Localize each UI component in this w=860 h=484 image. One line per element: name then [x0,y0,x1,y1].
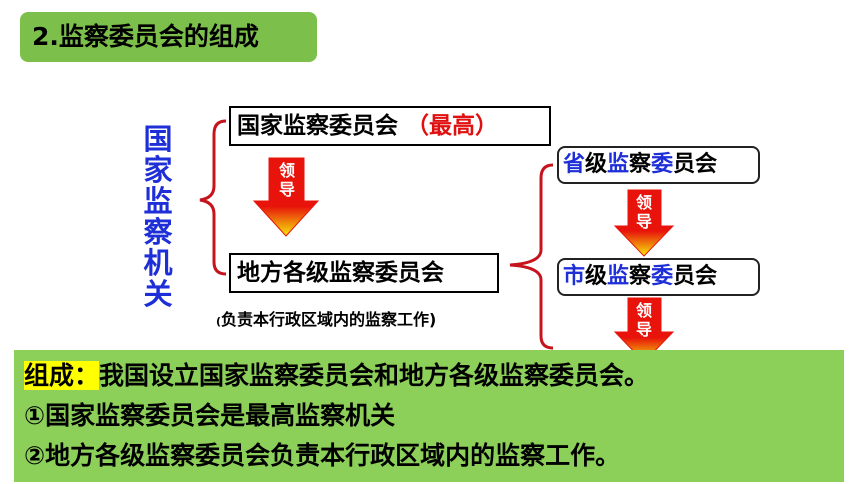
highest-note: （最高） [406,113,499,139]
national-commission-box: 国家监察委员会 （最高） [229,106,551,146]
local-commission-note: (负责本行政区域内的监察工作) [216,310,437,329]
left-bracket [199,119,227,276]
summary-line-1: 组成：我国设立国家监察委员会和地方各级监察委员会。 [24,361,650,390]
provincial-commission-box: 省级监察委员会 [557,146,760,184]
summary-line-3: ②地方各级监察委员会负责本行政区域内的监察工作。 [24,441,621,470]
national-commission-label: 国家监察委员会 [237,113,398,139]
local-commission-box: 地方各级监察委员会 [229,253,499,293]
summary-label: 组成： [24,361,100,390]
arrow-label-1: 领导 [278,161,295,199]
city-commission-box: 市级监察委员会 [557,258,760,296]
summary-panel: 组成：我国设立国家监察委员会和地方各级监察委员会。 ①国家监察委员会是最高监察机… [14,350,844,482]
arrow-down-2 [613,189,675,257]
arrow-label-3: 领导 [635,301,652,339]
section-title: 2.监察委员会的组成 [20,12,317,62]
arrow-label-2: 领导 [635,193,652,231]
side-label: 国家监察机关 [143,122,173,311]
local-commission-label: 地方各级监察委员会 [237,260,444,286]
arrow-down-1 [252,157,320,237]
right-bracket [509,163,554,350]
arrow-down-3 [613,297,675,363]
summary-line-2: ①国家监察委员会是最高监察机关 [24,401,396,430]
